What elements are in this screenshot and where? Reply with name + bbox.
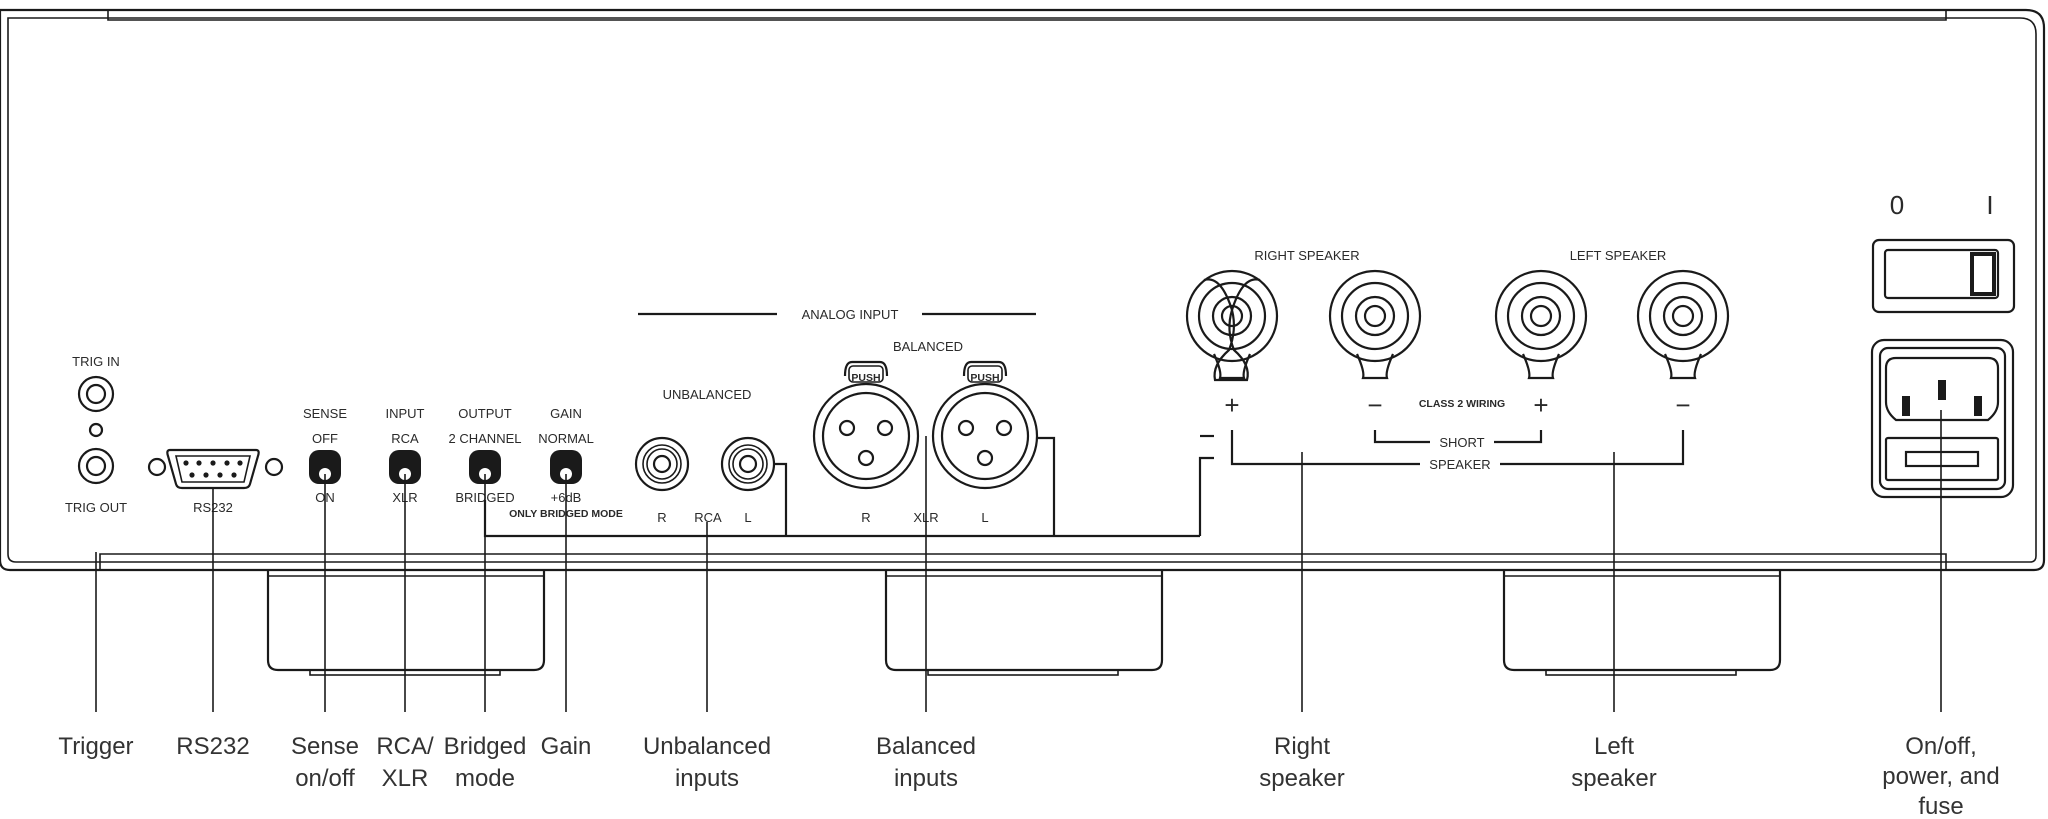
analog-input-section: ANALOG INPUT UNBALANCED BALANCED R RCA L…	[634, 307, 1039, 525]
left-minus-label: −	[1675, 390, 1690, 420]
switch-off-label: 0	[1890, 190, 1904, 220]
trigger-section: TRIG IN TRIG OUT	[65, 354, 127, 515]
analog-input-heading: ANALOG INPUT	[802, 307, 899, 322]
chassis	[0, 8, 2046, 572]
callout-rcaxlr: RCA/XLR	[376, 733, 434, 792]
short-label: SHORT	[1439, 435, 1484, 450]
gain-title: GAIN	[550, 406, 582, 421]
class2-label: CLASS 2 WIRING	[1419, 398, 1505, 410]
xlr-left-jack[interactable]: PUSH	[931, 360, 1039, 490]
input-switch-group: INPUT RCA XLR	[386, 406, 425, 505]
left-speaker-heading: LEFT SPEAKER	[1570, 248, 1667, 263]
callout-leader-lines	[95, 410, 1942, 712]
rca-left-jack[interactable]	[720, 436, 776, 492]
left-plus-label: +	[1533, 390, 1548, 420]
rs232-port[interactable]	[166, 448, 260, 490]
right-speaker-heading: RIGHT SPEAKER	[1254, 248, 1359, 263]
xlr-left-push-label: PUSH	[970, 372, 999, 384]
xlr-right-push-label: PUSH	[851, 372, 880, 384]
speaker-label: SPEAKER	[1429, 457, 1490, 472]
switch-on-label: I	[1986, 190, 1993, 220]
sense-title: SENSE	[303, 406, 347, 421]
short-bracket	[1373, 430, 1543, 444]
output-top: 2 CHANNEL	[449, 431, 522, 446]
sense-top: OFF	[312, 431, 338, 446]
left-speaker-plus-terminal[interactable]	[1494, 269, 1588, 380]
right-speaker-minus-terminal[interactable]	[1328, 269, 1422, 380]
callout-rs232: RS232	[176, 733, 249, 760]
rca-label: RCA	[694, 510, 722, 525]
left-speaker-minus-terminal[interactable]	[1636, 269, 1730, 380]
output-title: OUTPUT	[458, 406, 512, 421]
right-speaker-plus-terminal[interactable]	[1185, 269, 1279, 382]
iec-power-inlet[interactable]	[1870, 338, 2015, 499]
callout-gain: Gain	[541, 733, 592, 760]
right-plus-label: +	[1224, 390, 1239, 420]
rs232-section: RS232	[147, 448, 284, 515]
callout-trigger: Trigger	[58, 733, 133, 760]
trig-out-label: TRIG OUT	[65, 500, 127, 515]
sense-switch[interactable]	[309, 450, 341, 484]
rca-l-label: L	[744, 510, 751, 525]
feet	[266, 570, 1782, 676]
xlr-right-jack[interactable]: PUSH	[812, 360, 920, 490]
trig-led-icon	[88, 422, 104, 438]
input-title: INPUT	[386, 406, 425, 421]
foot-center	[884, 570, 1164, 676]
trig-out-jack[interactable]	[77, 447, 115, 485]
rca-r-label: R	[657, 510, 666, 525]
right-minus-label: −	[1367, 390, 1382, 420]
rs232-screw-left-icon	[147, 457, 167, 477]
unbalanced-heading: UNBALANCED	[663, 387, 752, 402]
rca-right-jack[interactable]	[634, 436, 690, 492]
xlr-l-label: L	[981, 510, 988, 525]
xlr-r-label: R	[861, 510, 870, 525]
gain-top: NORMAL	[538, 431, 594, 446]
speaker-section: RIGHT SPEAKER LEFT SPEAKER	[1185, 248, 1730, 472]
power-section: 0 I	[1870, 190, 2016, 499]
foot-left	[266, 570, 546, 676]
input-top: RCA	[391, 431, 419, 446]
trig-in-label: TRIG IN	[72, 354, 120, 369]
foot-right	[1502, 570, 1782, 676]
balanced-heading: BALANCED	[893, 339, 963, 354]
speaker-bracket	[1230, 430, 1685, 466]
trig-in-jack[interactable]	[77, 375, 115, 413]
power-rocker-switch[interactable]	[1871, 238, 2016, 314]
rs232-screw-right-icon	[264, 457, 284, 477]
